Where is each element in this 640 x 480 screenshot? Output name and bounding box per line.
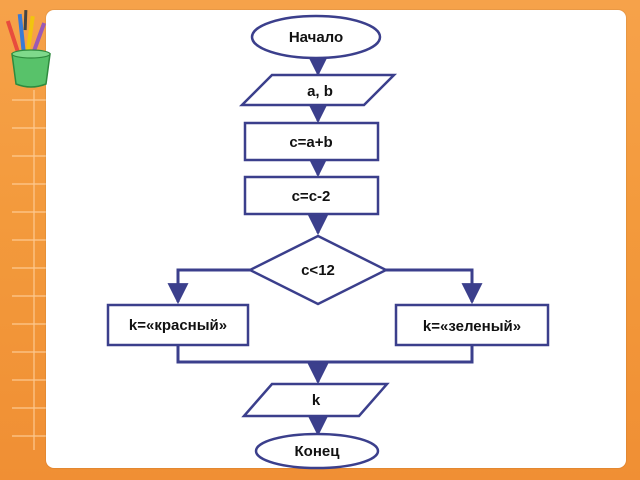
- end-label: Конец: [295, 443, 341, 460]
- input-label: a, b: [307, 83, 333, 100]
- right-branch-label: k=«зеленый»: [423, 318, 521, 335]
- decision-label: c<12: [301, 262, 335, 279]
- left-branch-label: k=«красный»: [129, 317, 227, 334]
- decision-node: c<12: [247, 234, 389, 306]
- start-label: Начало: [289, 29, 343, 46]
- output-node: k: [241, 382, 390, 418]
- input-node: a, b: [238, 73, 398, 107]
- process-node-left: k=«красный»: [106, 303, 250, 347]
- process-1-label: c=a+b: [289, 134, 332, 151]
- notebook-lines-decoration: [12, 90, 46, 450]
- pencil-cup-icon: [5, 9, 51, 88]
- end-node: Конец: [254, 432, 380, 470]
- connectors: [167, 55, 483, 437]
- process-node-right: k=«зеленый»: [394, 303, 550, 347]
- process-2-label: c=c-2: [292, 188, 331, 205]
- output-label: k: [312, 392, 321, 409]
- process-node-2: c=c-2: [243, 175, 380, 216]
- process-node-1: c=a+b: [243, 121, 380, 162]
- start-node: Начало: [250, 14, 382, 60]
